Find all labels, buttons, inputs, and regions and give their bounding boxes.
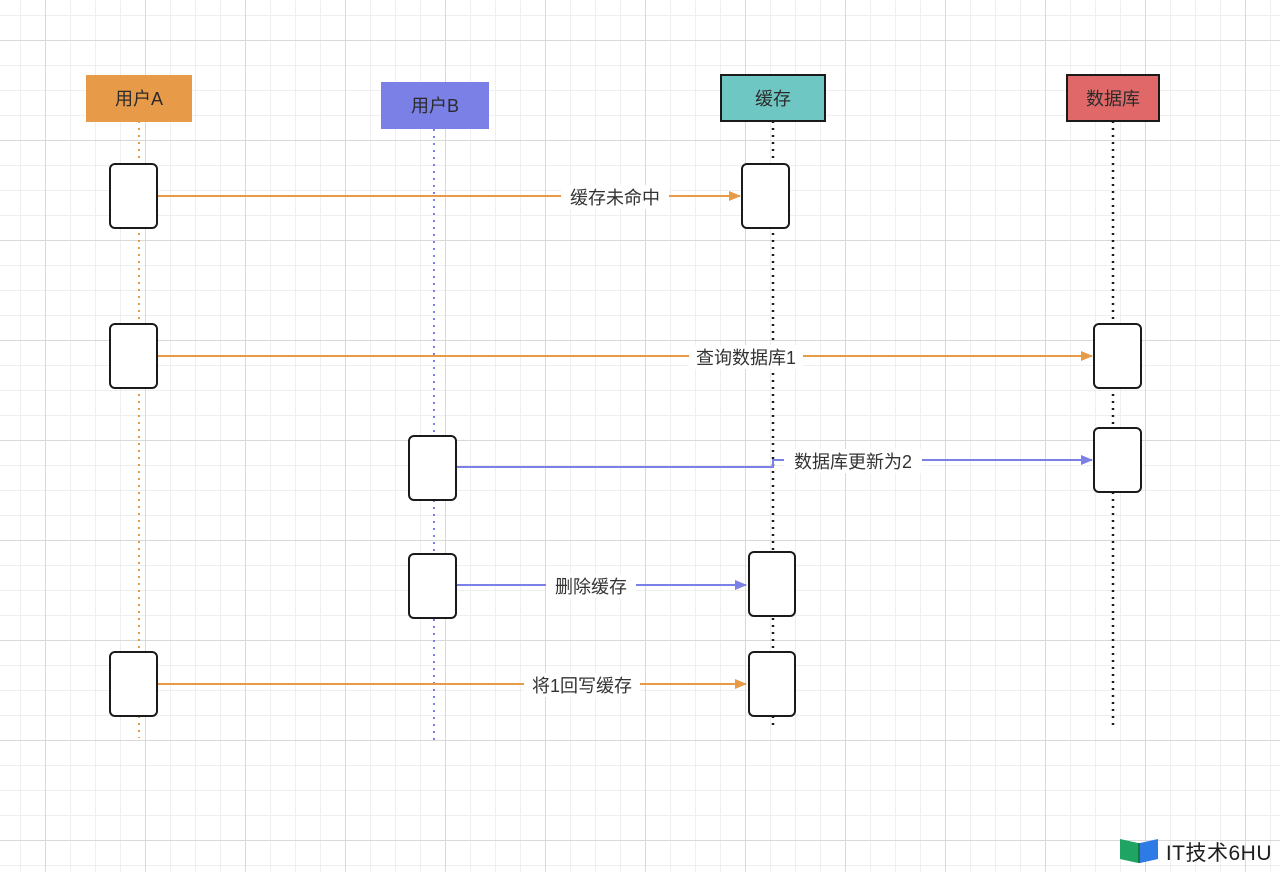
participant-db: 数据库 bbox=[1066, 74, 1160, 122]
participant-label: 数据库 bbox=[1086, 89, 1140, 109]
activation-box-cache bbox=[748, 551, 796, 617]
activation-box-user-a bbox=[109, 323, 158, 389]
activation-box-user-a bbox=[109, 651, 158, 717]
watermark: IT技术6HU bbox=[1118, 836, 1272, 868]
participant-box bbox=[720, 74, 826, 122]
participant-box bbox=[1066, 74, 1160, 122]
participant-cache: 缓存 bbox=[720, 74, 826, 122]
message-label: 查询数据库1 bbox=[696, 348, 796, 368]
message-delete-cache: 删除缓存 bbox=[456, 574, 747, 598]
message-cache-miss: 缓存未命中 bbox=[157, 185, 741, 209]
message-update-db: 数据库更新为2 bbox=[456, 449, 1093, 473]
watermark-text: IT技术6HU bbox=[1165, 842, 1272, 865]
participant-label: 缓存 bbox=[755, 89, 791, 109]
activation-box-user-a bbox=[109, 163, 158, 229]
activation-box-cache bbox=[741, 163, 790, 229]
participant-box bbox=[86, 75, 192, 122]
message-label: 将1回写缓存 bbox=[532, 676, 632, 696]
participant-box bbox=[381, 82, 489, 129]
participant-label: 用户A bbox=[115, 89, 163, 109]
message-arrow bbox=[456, 455, 1093, 468]
message-label: 数据库更新为2 bbox=[794, 452, 912, 472]
participant-user-b: 用户B bbox=[381, 82, 489, 129]
message-label: 缓存未命中 bbox=[570, 188, 660, 208]
message-query-db: 查询数据库1 bbox=[157, 345, 1093, 369]
participant-label: 用户B bbox=[411, 96, 459, 116]
activation-box-db bbox=[1093, 323, 1142, 389]
activation-box-cache bbox=[748, 651, 796, 717]
activation-box-user-b bbox=[408, 553, 457, 619]
activation-box-user-b bbox=[408, 435, 457, 501]
activation-box-db bbox=[1093, 427, 1142, 493]
message-writeback: 将1回写缓存 bbox=[157, 673, 747, 697]
book-logo-icon bbox=[1118, 835, 1160, 870]
participant-user-a: 用户A bbox=[86, 75, 192, 122]
message-label: 删除缓存 bbox=[555, 577, 627, 597]
